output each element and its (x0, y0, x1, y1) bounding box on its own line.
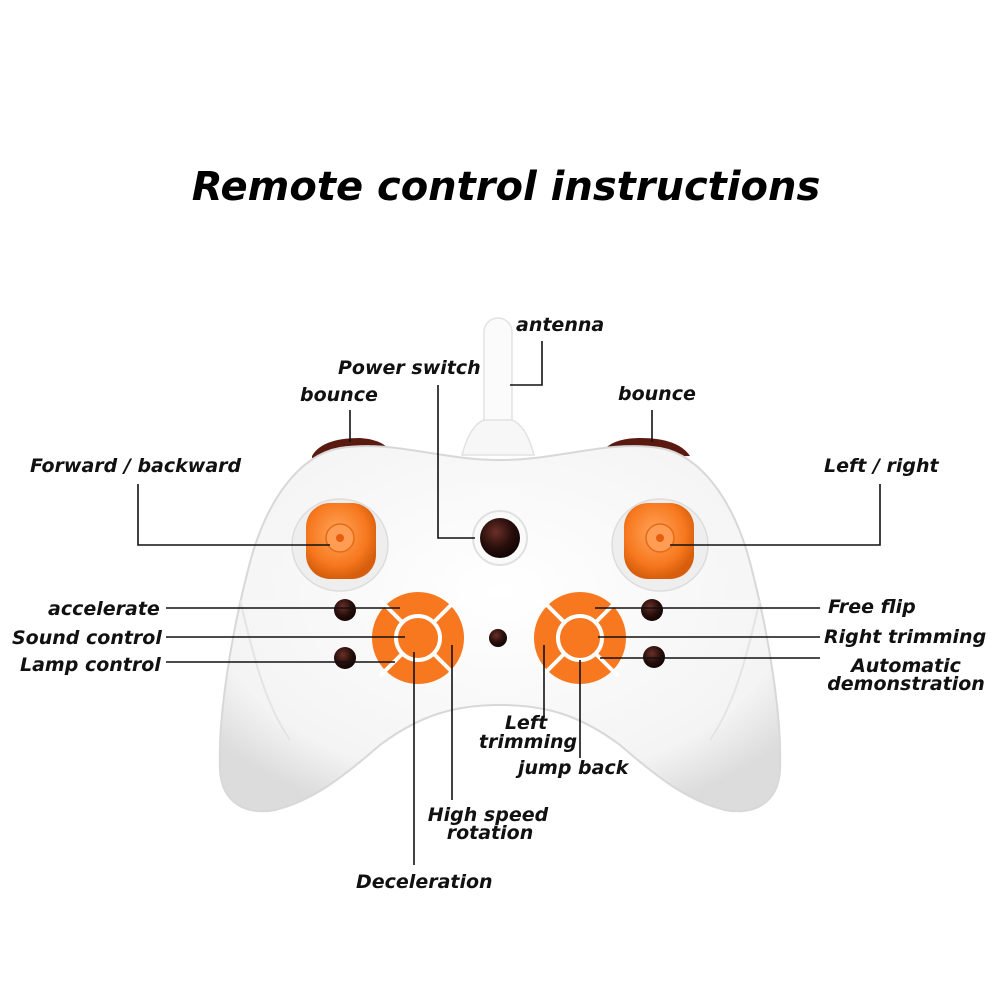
leader-lines (137, 341, 881, 865)
label-left-trimming-line2: trimming (479, 731, 577, 753)
label-accelerate: accelerate (48, 598, 160, 620)
label-automatic-demonstration-line2: demonstration (827, 673, 985, 695)
accelerate-button[interactable] (334, 599, 356, 621)
label-sound-control: Sound control (12, 627, 162, 649)
label-jump-back: jump back (515, 757, 630, 779)
label-bounce-left: bounce (300, 384, 378, 406)
label-lamp-control: Lamp control (20, 654, 161, 676)
label-high-speed-rotation-line2: rotation (447, 822, 534, 844)
label-high-speed-rotation-line1: High speed (428, 804, 549, 826)
label-right-trimming: Right trimming (824, 626, 986, 648)
automatic-demonstration-button[interactable] (643, 646, 665, 668)
power-switch[interactable] (472, 510, 528, 566)
page-title: Remote control instructions (192, 164, 821, 210)
status-led (489, 629, 507, 647)
label-antenna: antenna (516, 314, 604, 336)
left-dpad[interactable] (372, 592, 464, 684)
controller-body (218, 445, 782, 813)
label-bounce-right: bounce (618, 383, 696, 405)
label-power-switch: Power switch (338, 357, 481, 379)
label-deceleration: Deceleration (356, 871, 493, 893)
lamp-control-button[interactable] (334, 647, 356, 669)
right-joystick[interactable] (611, 498, 709, 592)
free-flip-button[interactable] (641, 599, 663, 621)
label-left-trimming-line1: Left (505, 712, 548, 734)
label-automatic-demonstration-line1: Automatic (849, 655, 962, 677)
label-left-right: Left / right (824, 455, 940, 477)
antenna (461, 317, 535, 456)
label-forward-backward: Forward / backward (30, 455, 242, 477)
label-free-flip: Free flip (828, 596, 916, 618)
